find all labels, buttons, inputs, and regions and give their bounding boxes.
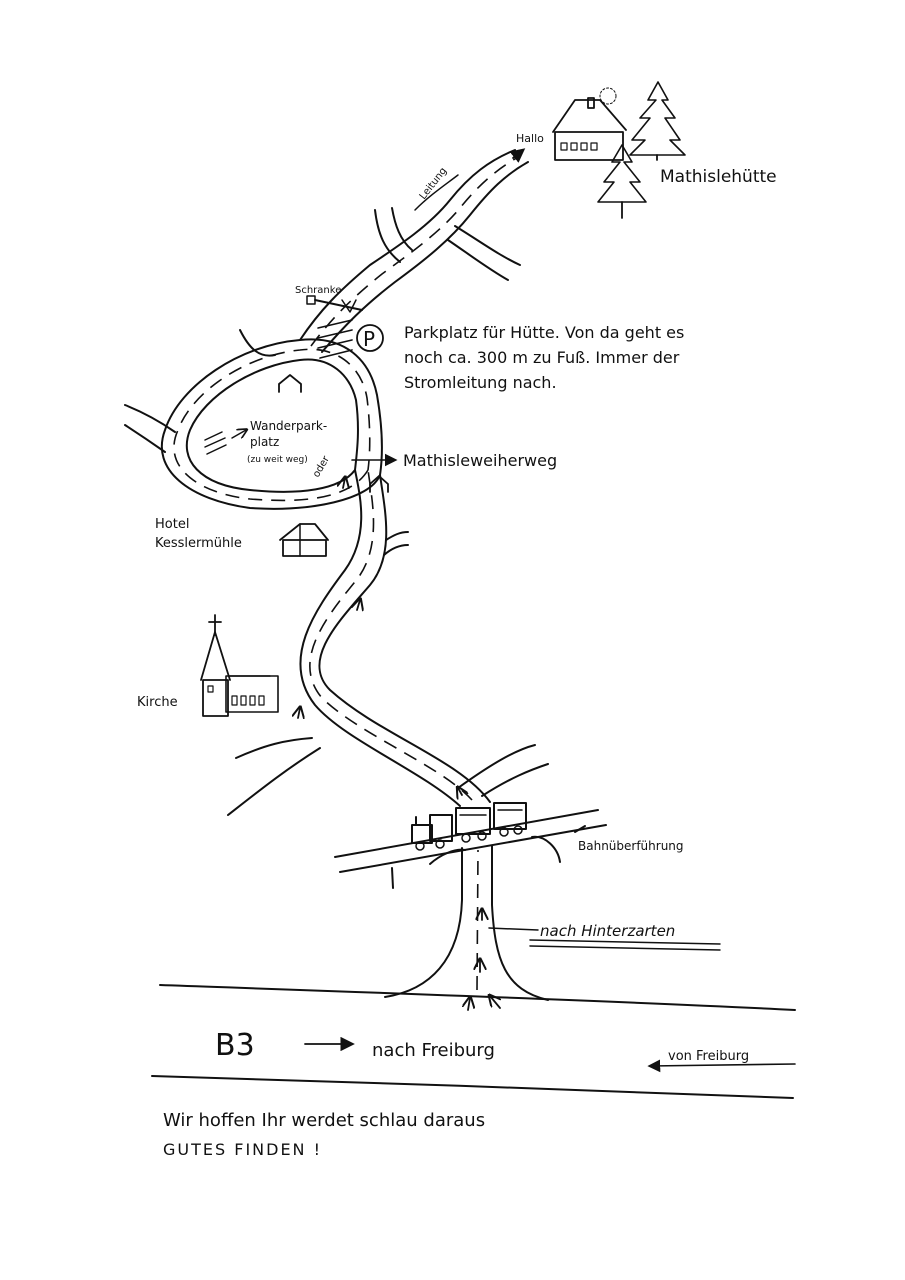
hotel-building-icon — [279, 523, 329, 557]
from-freiburg-arrow — [647, 1059, 796, 1073]
footer-line-2: GUTES FINDEN ! — [163, 1140, 322, 1159]
hinterzarten-underline — [529, 939, 721, 951]
highway-label: B3 — [215, 1028, 255, 1063]
house-icon — [278, 374, 302, 393]
loop-road — [124, 338, 383, 510]
parking-note-line-2: noch ca. 300 m zu Fuß. Immer der — [404, 348, 680, 367]
train-icon — [411, 802, 527, 851]
hiking-parking-label-line-2: platz — [250, 435, 279, 449]
oder-label: oder — [311, 454, 332, 480]
parking-sign — [356, 324, 384, 352]
access-road — [384, 845, 549, 1001]
church-icon — [200, 614, 279, 717]
barrier-label: Schranke — [295, 285, 341, 296]
footer-line-1: Wir hoffen Ihr werdet schlau daraus — [163, 1110, 485, 1131]
fir-tree-icon — [597, 144, 647, 219]
hiking-parking-label-line-3: (zu weit weg) — [247, 455, 308, 465]
highway-b3-road — [151, 984, 796, 1099]
parking-note-line-3: Stromleitung nach. — [404, 373, 557, 392]
hiking-parking-hatch — [204, 430, 246, 455]
hinterzarten-label: nach Hinterzarten — [540, 922, 675, 940]
parking-note-line-1: Parkplatz für Hütte. Von da geht es — [404, 323, 684, 342]
barrier-icon — [306, 295, 363, 313]
from-freiburg-label: von Freiburg — [668, 1049, 749, 1064]
hut-name-label: Mathislehütte — [660, 167, 777, 187]
railway-bridge — [334, 809, 607, 889]
side-road-label: Mathisleweiherweg — [403, 451, 557, 470]
to-freiburg-label: nach Freiburg — [372, 1040, 495, 1061]
parking-lot — [317, 319, 353, 359]
bridge-label: Bahnüberführung — [578, 839, 684, 853]
route-arrows — [298, 148, 526, 1011]
parking-symbol: P — [363, 327, 375, 351]
hallo-label: Hallo — [516, 132, 544, 145]
hotel-label-line-2: Kesslermühle — [155, 536, 242, 551]
hotel-label-line-1: Hotel — [155, 517, 189, 532]
hiking-parking-label-line-1: Wanderpark- — [250, 419, 327, 433]
power-line-label: Leitung — [418, 166, 450, 202]
fir-tree-icon — [629, 81, 686, 161]
house-icon — [369, 475, 389, 493]
main-road — [227, 469, 549, 816]
hut-building-icon — [552, 87, 627, 161]
upper-road — [239, 149, 529, 357]
church-label: Kirche — [137, 695, 178, 710]
hinterzarten-pointer — [488, 927, 539, 931]
